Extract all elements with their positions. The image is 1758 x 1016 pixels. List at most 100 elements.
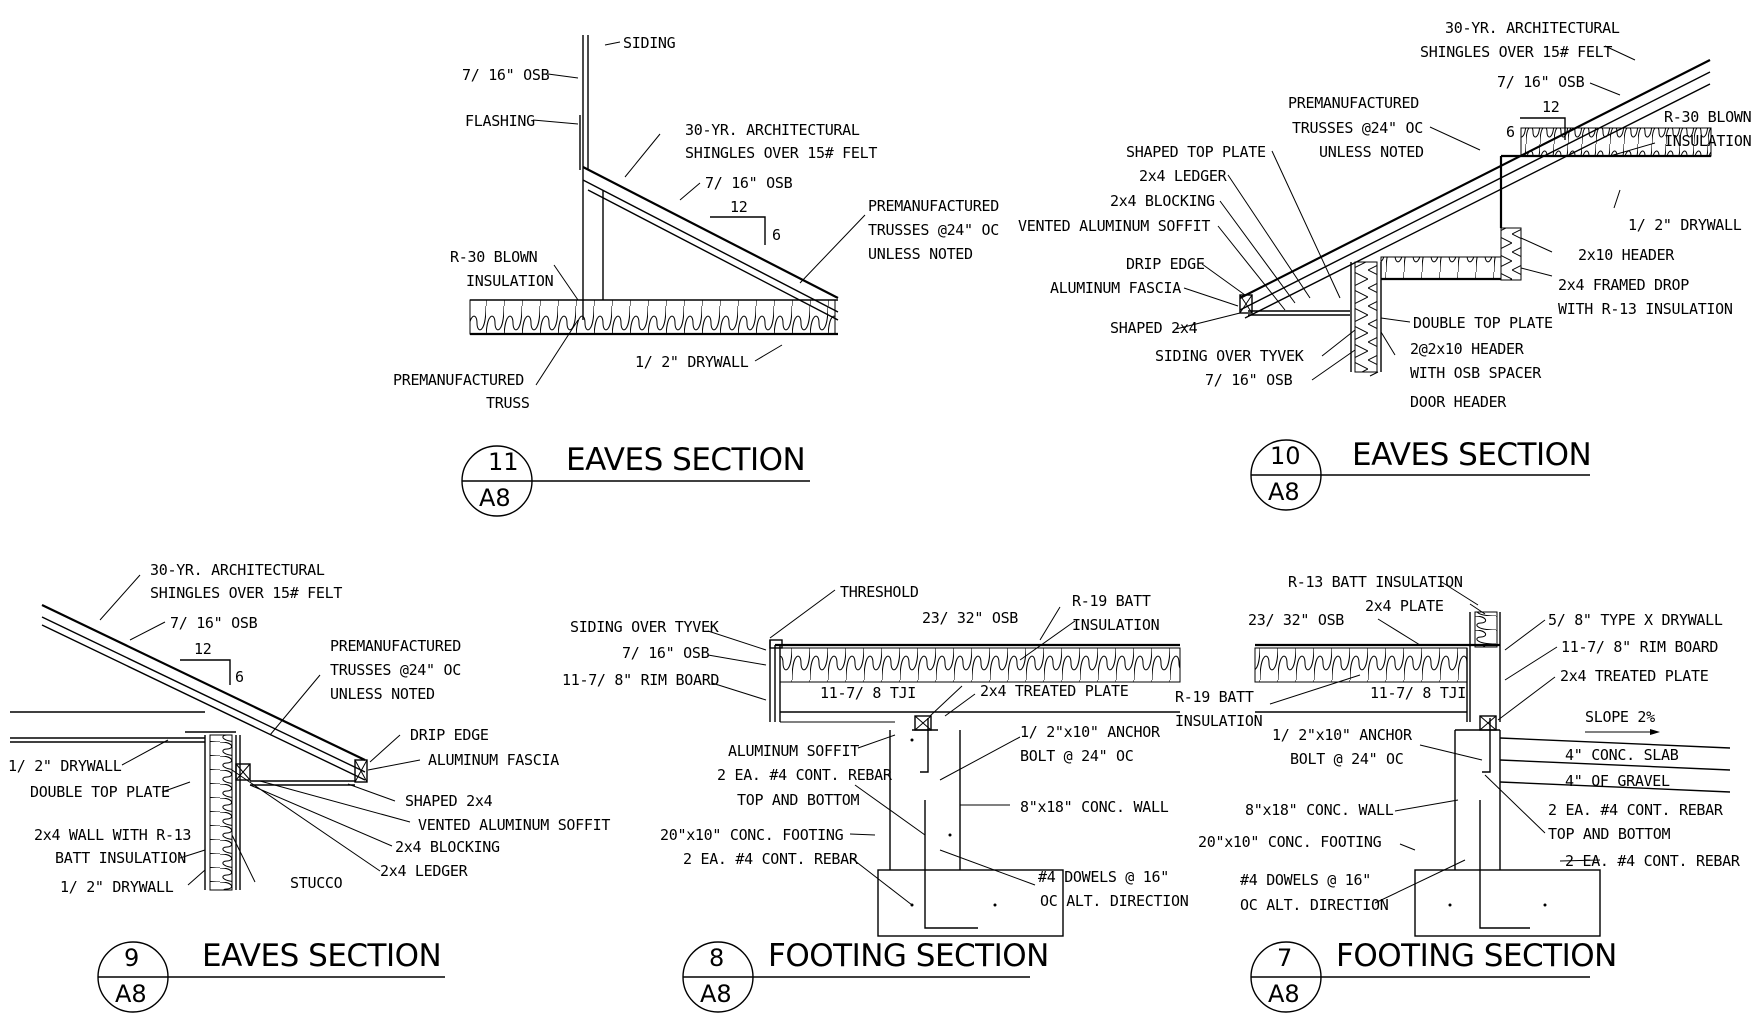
pitch-run: 12 [1542, 98, 1559, 116]
label-threshold: THRESHOLD [840, 583, 919, 601]
detail-number: 11 [488, 448, 519, 476]
detail-11: SIDING 7/ 16" OSB FLASHING 30-YR. ARCHIT… [393, 34, 1000, 517]
label-rebar-2: TOP AND BOTTOM [1548, 825, 1671, 843]
label-rim-board: 11-7/ 8" RIM BOARD [1561, 638, 1718, 656]
label-footing: 20"x10" CONC. FOOTING [660, 826, 844, 844]
detail-number: 7 [1277, 944, 1292, 972]
detail-title: FOOTING SECTION [1336, 938, 1617, 974]
sheet-number: A8 [479, 484, 511, 512]
label-conc-wall: 8"x18" CONC. WALL [1245, 801, 1394, 819]
label-osb: 7/ 16" OSB [462, 66, 550, 84]
label-siding: SIDING [623, 34, 676, 52]
detail-title: EAVES SECTION [1352, 437, 1591, 473]
label-tji: 11-7/ 8 TJI [1370, 684, 1466, 702]
label-trusses-2: TRUSSES @24" OC [868, 221, 999, 239]
label-wall-1: 2x4 WALL WITH R-13 [34, 826, 191, 844]
label-insulation-1: R-30 BLOWN [1664, 108, 1752, 126]
pitch-rise: 6 [1506, 123, 1515, 141]
label-shingles-2: SHINGLES OVER 15# FELT [1420, 43, 1612, 61]
label-gravel: 4" OF GRAVEL [1565, 772, 1670, 790]
detail-number: 10 [1270, 442, 1301, 470]
label-insulation-2: INSULATION [1664, 132, 1752, 150]
sheet-number: A8 [1268, 478, 1300, 506]
label-drywall: 1/ 2" DRYWALL [635, 353, 749, 371]
label-drip-edge: DRIP EDGE [1126, 255, 1205, 273]
label-footing: 20"x10" CONC. FOOTING [1198, 833, 1382, 851]
conc-wall [1454, 729, 1501, 870]
label-osb-2: 7/ 16" OSB [1205, 371, 1293, 389]
label-anchor-1: 1/ 2"x10" ANCHOR [1020, 723, 1161, 741]
roof-top [1239, 59, 1711, 299]
wall-insulation [209, 734, 233, 891]
label-plate: 2x4 PLATE [1365, 597, 1444, 615]
label-flashing: FLASHING [465, 112, 535, 130]
soffit [250, 780, 355, 786]
soffit [1248, 310, 1350, 316]
label-ledger: 2x4 LEDGER [380, 862, 469, 880]
label-shingles-2: SHINGLES OVER 15# FELT [685, 144, 877, 162]
roof-bottom [41, 616, 366, 781]
label-rebar-3: 2 EA. #4 CONT. REBAR [683, 850, 859, 868]
conc-footing [1414, 869, 1601, 937]
label-soffit: ALUMINUM SOFFIT [728, 742, 859, 760]
detail-10: 30-YR. ARCHITECTURAL SHINGLES OVER 15# F… [1018, 19, 1752, 511]
label-shingles-1: 30-YR. ARCHITECTURAL [150, 561, 325, 579]
label-anchor-1: 1/ 2"x10" ANCHOR [1272, 726, 1413, 744]
label-dowels-2: OC ALT. DIRECTION [1240, 896, 1389, 914]
label-dowels-1: #4 DOWELS @ 16" [1240, 871, 1371, 889]
floor-insulation [1254, 647, 1468, 683]
sheet-number: A8 [700, 980, 732, 1008]
label-blocking: 2x4 BLOCKING [1110, 192, 1215, 210]
label-double-top-plate: DOUBLE TOP PLATE [30, 783, 170, 801]
label-trusses-1: PREMANUFACTURED [868, 197, 999, 215]
roof-bottom [1239, 71, 1711, 319]
label-header: 2x10 HEADER [1578, 246, 1675, 264]
label-trusses-1: PREMANUFACTURED [1288, 94, 1419, 112]
label-shaped-2x4: SHAPED 2x4 [405, 792, 493, 810]
conc-wall [889, 729, 961, 870]
pitch-symbol [1520, 117, 1566, 140]
label-header-3: WITH OSB SPACER [1410, 364, 1542, 382]
label-batt-2: INSULATION [1072, 616, 1160, 634]
label-drip-edge: DRIP EDGE [410, 726, 489, 744]
label-trusses-1: PREMANUFACTURED [330, 637, 461, 655]
label-drywall: 1/ 2" DRYWALL [8, 757, 122, 775]
pitch-symbol [710, 216, 766, 245]
label-insulation-1: R-30 BLOWN [450, 248, 538, 266]
label-osb-2: 23/ 32" OSB [922, 609, 1018, 627]
label-header-2: 2@2x10 HEADER [1410, 340, 1525, 358]
label-slab: 4" CONC. SLAB [1565, 746, 1679, 764]
blown-insulation [469, 299, 836, 335]
label-batt-1: R-19 BATT [1175, 688, 1254, 706]
label-shingles-2: SHINGLES OVER 15# FELT [150, 584, 342, 602]
label-anchor-2: BOLT @ 24" OC [1290, 750, 1404, 768]
label-rebar-1: 2 EA. #4 CONT. REBAR [1548, 801, 1724, 819]
detail-7: R-13 BATT INSULATION 2x4 PLATE 23/ 32" O… [1175, 573, 1741, 1013]
pitch-rise: 6 [772, 226, 781, 244]
label-rebar-3: 2 EA. #4 CONT. REBAR [1565, 852, 1741, 870]
label-truss-2: TRUSS [486, 394, 530, 412]
label-trusses-2: TRUSSES @24" OC [330, 661, 461, 679]
label-door-header: DOOR HEADER [1410, 393, 1507, 411]
truss-web [582, 170, 604, 320]
detail-number: 9 [124, 944, 139, 972]
label-top-plate: SHAPED TOP PLATE [1126, 143, 1266, 161]
label-wall-2: BATT INSULATION [55, 849, 186, 867]
label-osb: 7/ 16" OSB [170, 614, 258, 632]
label-insulation-2: INSULATION [466, 272, 554, 290]
label-rebar-1: 2 EA. #4 CONT. REBAR [717, 766, 893, 784]
detail-title: EAVES SECTION [202, 938, 441, 974]
label-dowels-2: OC ALT. DIRECTION [1040, 892, 1189, 910]
label-tji: 11-7/ 8 TJI [820, 684, 916, 702]
ceiling [10, 711, 205, 743]
label-fascia: ALUMINUM FASCIA [428, 751, 559, 769]
label-rebar-2: TOP AND BOTTOM [737, 791, 860, 809]
label-siding: SIDING OVER TYVEK [570, 618, 719, 636]
sheet-number: A8 [1268, 980, 1300, 1008]
label-osb: 7/ 16" OSB [622, 644, 710, 662]
label-blocking: 2x4 BLOCKING [395, 838, 500, 856]
label-stucco: STUCCO [290, 874, 343, 892]
sheet-number: A8 [115, 980, 147, 1008]
label-trusses-3: UNLESS NOTED [330, 685, 435, 703]
